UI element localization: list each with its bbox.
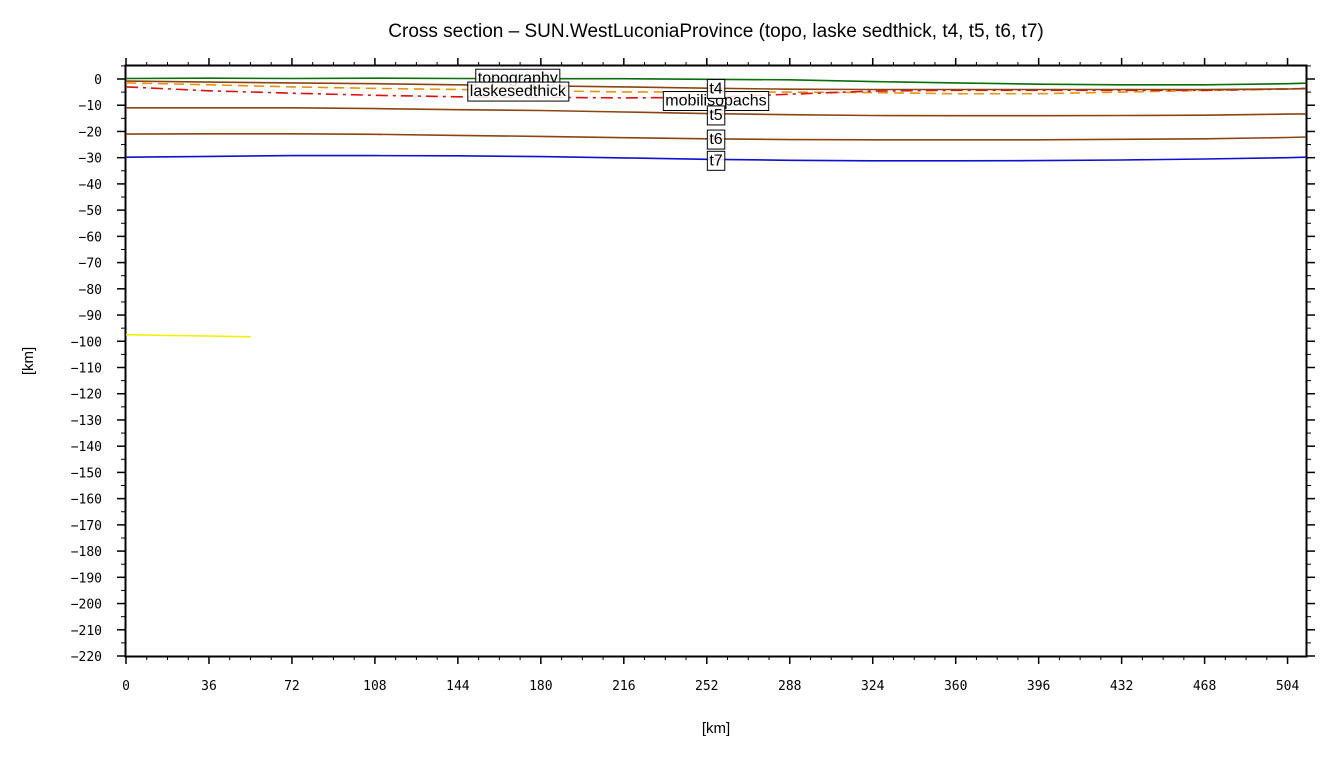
x-tick-label: 396 <box>1027 679 1050 694</box>
y-tick-label: −20 <box>79 125 102 140</box>
x-axis: 0 36 72 108 144 180 216 252 288 324 360 396 432 468 50… <box>122 58 1299 694</box>
y-tick-label: −60 <box>79 230 102 245</box>
plot-frame <box>124 64 1308 658</box>
series-line-unnamed-7 <box>125 333 251 338</box>
chart-title: Cross section – SUN.WestLuconiaProvince … <box>388 21 1043 42</box>
x-tick-label: 180 <box>529 679 552 694</box>
series-label-text: mobilisopachs <box>665 93 766 110</box>
series-label-text: laskesedthick <box>470 83 567 100</box>
x-axis-label: [km] <box>702 720 730 737</box>
y-tick-label: −130 <box>71 414 102 429</box>
y-tick-label: −190 <box>71 571 102 586</box>
y-tick-label: −150 <box>71 466 102 481</box>
y-tick-label: −90 <box>79 309 102 324</box>
series-line-t6 <box>125 133 1307 141</box>
y-tick-label: −140 <box>71 440 102 455</box>
series-label-t7: t7 <box>706 150 726 171</box>
series-label-text: t7 <box>709 152 722 169</box>
x-tick-label: 72 <box>284 679 300 694</box>
series-label-box <box>706 129 726 150</box>
y-tick-label: −100 <box>71 335 102 350</box>
x-tick-label: 468 <box>1193 679 1216 694</box>
series-line-t7 <box>125 154 1307 162</box>
series-label-box <box>706 150 726 171</box>
x-tick-label: 288 <box>778 679 801 694</box>
series-label-box <box>706 105 726 126</box>
series-line-topography <box>125 77 1307 86</box>
x-tick-label: 504 <box>1276 679 1300 694</box>
series-label-box <box>467 81 570 102</box>
x-tick-label: 252 <box>695 679 718 694</box>
series-labels: topographylaskesedthickmobilisopachst4t5… <box>467 68 770 171</box>
y-tick-label: −50 <box>79 204 102 219</box>
y-tick-label: −120 <box>71 388 102 403</box>
x-tick-label: 36 <box>201 679 217 694</box>
y-tick-label: −40 <box>79 178 102 193</box>
series-label-laskesedthick: laskesedthick <box>467 81 570 102</box>
series-label-text: t4 <box>709 80 722 97</box>
series-label-t4: t4 <box>706 78 726 99</box>
y-tick-label: −210 <box>71 624 102 639</box>
series-label-t5: t5 <box>706 105 726 126</box>
y-tick-label: −160 <box>71 493 102 508</box>
x-tick-label: 144 <box>446 679 470 694</box>
y-tick-label: −10 <box>79 99 102 114</box>
y-tick-label: −110 <box>71 362 102 377</box>
y-tick-label: 0 <box>94 73 102 88</box>
series-lines <box>125 77 1307 338</box>
series-label-text: t5 <box>709 107 722 124</box>
y-axis-label: [km] <box>20 347 37 375</box>
series-line-t5 <box>126 107 1307 117</box>
y-tick-label: −180 <box>71 545 102 560</box>
x-tick-label: 108 <box>363 679 386 694</box>
y-tick-label: −70 <box>79 257 102 272</box>
x-tick-label: 432 <box>1110 679 1133 694</box>
y-tick-label: −200 <box>71 598 102 613</box>
y-tick-label: −30 <box>79 152 102 167</box>
y-tick-label: −80 <box>79 283 102 298</box>
series-line-t4 <box>125 80 1307 91</box>
series-line-mobilisopachs <box>125 86 1307 99</box>
y-axis: 0 −10 −20 −30 −40 −50 −60 −70 −80 −90 −100 −110 −120… <box>71 65 1315 665</box>
series-label-text: t6 <box>709 131 722 148</box>
series-label-mobilisopachs: mobilisopachs <box>662 91 770 112</box>
x-tick-label: 0 <box>122 679 130 694</box>
x-tick-label: 324 <box>861 679 885 694</box>
y-tick-label: −220 <box>71 650 102 665</box>
x-tick-label: 360 <box>944 679 967 694</box>
series-label-t6: t6 <box>706 129 726 150</box>
x-tick-label: 216 <box>612 679 635 694</box>
series-label-box <box>706 78 726 99</box>
y-tick-label: −170 <box>71 519 102 534</box>
